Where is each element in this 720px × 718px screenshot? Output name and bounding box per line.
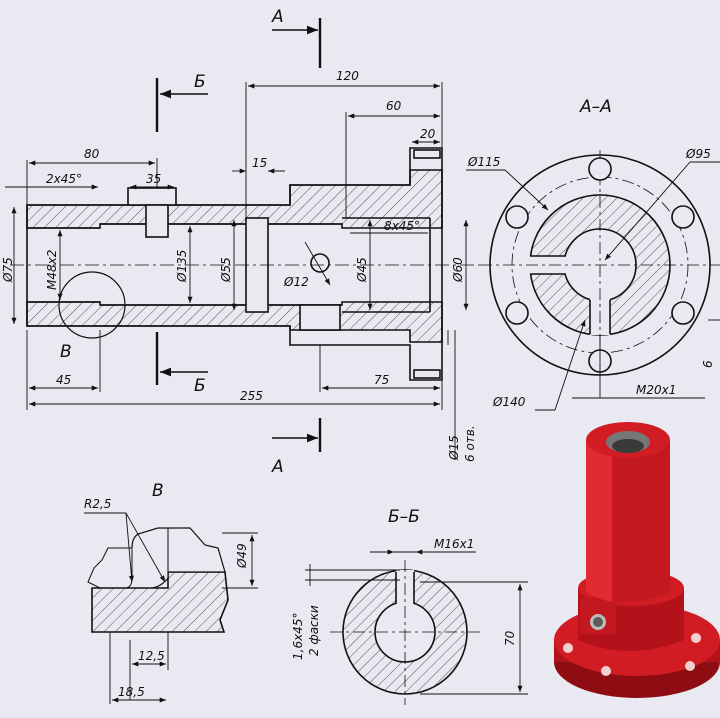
hatch-bottom-wall: [26, 301, 443, 343]
dim-r25: R2,5: [84, 497, 111, 511]
detail-v-dimensions: [84, 512, 258, 704]
section-aa-view: [480, 150, 720, 380]
main-section-view: [10, 147, 480, 381]
dim-45-len: 45: [56, 373, 71, 387]
section-bb-dimensions: [305, 549, 528, 695]
dim-185: 18,5: [118, 685, 145, 699]
dim-d95: Ø95: [685, 147, 711, 161]
dim-20: 20: [420, 127, 436, 141]
dim-60: 60: [386, 99, 402, 113]
thread-m20: M20x1: [636, 383, 676, 397]
dim-d45: Ø45: [355, 257, 369, 283]
dim-2x45: 2x45°: [46, 172, 82, 186]
section-aa-dimensions: [466, 161, 720, 411]
detail-v-labels: В R2,5 12,5 18,5 Ø49: [84, 481, 249, 699]
cutting-planes: [155, 18, 322, 452]
dim-d49: Ø49: [235, 543, 249, 569]
mark-b-top: Б: [194, 72, 206, 92]
dim-d12: Ø12: [283, 275, 309, 289]
chamfer-1: 1,6x45°: [291, 613, 305, 660]
section-aa-labels: А–А Ø115 Ø95 Ø140 M20x1 6: [467, 97, 715, 409]
detail-v-title: В: [152, 481, 164, 501]
dim-d140: Ø140: [492, 395, 526, 409]
dim-35: 35: [146, 172, 161, 186]
dim-d55: Ø55: [219, 257, 233, 283]
dim-d60: Ø60: [451, 257, 465, 283]
dim-6: 6: [701, 360, 715, 368]
section-bb-title: Б–Б: [388, 507, 420, 527]
dim-d75: Ø75: [1, 257, 15, 283]
section-bb-view: [330, 560, 480, 705]
holes-dia: Ø15: [447, 435, 461, 461]
section-aa-title: А–А: [579, 97, 612, 117]
detail-v-circle: [58, 271, 126, 339]
thread-m16: M16x1: [434, 537, 474, 551]
dim-120: 120: [336, 69, 359, 83]
bottom-boss: [299, 304, 341, 331]
holes-count: 6 отв.: [463, 425, 477, 462]
cross-hole: [310, 253, 330, 273]
dim-d115: Ø115: [467, 155, 500, 169]
dim-125: 12,5: [138, 649, 165, 663]
chamfer-2: 2 фаски: [307, 605, 321, 656]
mark-a-bottom: А: [271, 457, 284, 477]
dim-15: 15: [252, 156, 267, 170]
mark-a-top: А: [271, 7, 284, 27]
part-3d-model: [554, 422, 720, 698]
part-outline: [26, 147, 443, 381]
mark-b-bottom: Б: [194, 376, 206, 396]
hatch-top-wall: [26, 169, 443, 229]
dim-80: 80: [84, 147, 100, 161]
main-dimensions: [5, 82, 469, 460]
detail-v-view: [87, 527, 229, 633]
top-boss: [127, 187, 177, 206]
dim-70: 70: [503, 630, 517, 646]
dim-255: 255: [240, 389, 263, 403]
dim-8x45: 8x45°: [384, 219, 420, 233]
detail-v-mark: В: [60, 342, 72, 362]
main-labels: А А Б Б В 120 60 20 80 35 2x45° 15 8x45°…: [1, 7, 477, 477]
dim-75-len: 75: [374, 373, 389, 387]
dim-d135: Ø135: [175, 250, 189, 283]
section-bb-labels: Б–Б M16x1 1,6x45° 2 фаски 70: [291, 507, 517, 660]
thread-m48: M48x2: [45, 250, 59, 290]
